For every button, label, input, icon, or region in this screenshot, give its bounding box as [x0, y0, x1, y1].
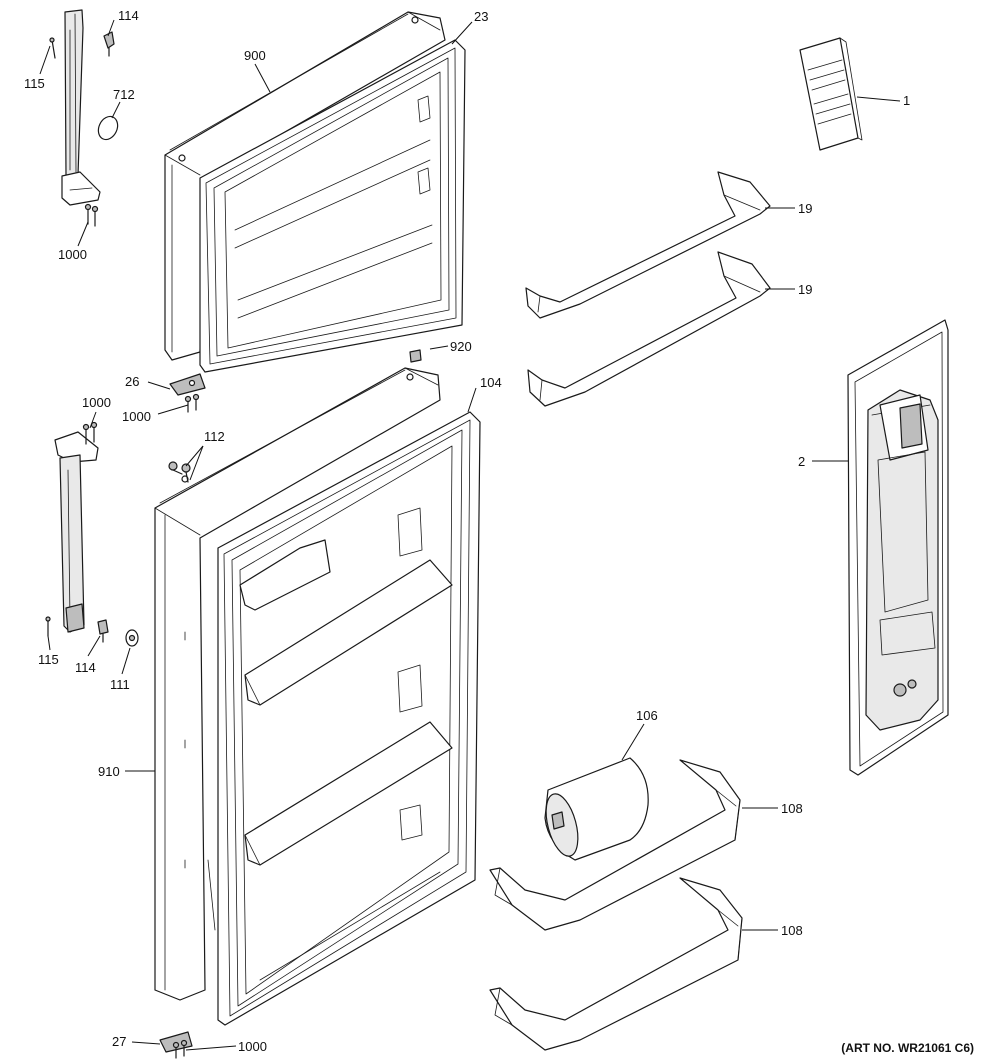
upper-door-handle [61, 9, 101, 206]
screw-part-114-bottom [97, 619, 109, 643]
screws-part-1000-handle [82, 421, 98, 445]
label-114-top: 114 [118, 8, 139, 23]
label-106: 106 [636, 708, 658, 723]
label-115-bottom: 115 [38, 652, 59, 667]
label-108-upper: 108 [781, 801, 803, 816]
label-26: 26 [125, 374, 139, 389]
label-27: 27 [112, 1034, 126, 1049]
label-111: 111 [110, 677, 130, 692]
freezer-door-shelf-part-19-upper [525, 171, 771, 319]
ring-part-712 [97, 115, 119, 141]
screw-part-111 [125, 629, 139, 647]
label-115-top: 115 [24, 76, 45, 91]
label-2: 2 [798, 454, 805, 469]
label-112: 112 [204, 429, 225, 444]
screws-part-1000-hinge [184, 393, 200, 413]
part-labels: 114 115 712 1000 900 23 1 19 19 920 104 … [24, 8, 910, 1054]
door-panel-part-2 [847, 319, 949, 776]
freezer-door-part-900 [164, 11, 446, 361]
screw-part-115-top [49, 37, 56, 59]
label-114-bottom: 114 [75, 660, 96, 675]
label-1000-handle: 1000 [82, 395, 111, 410]
label-19-upper: 19 [798, 201, 812, 216]
screws-part-112 [168, 461, 191, 483]
label-900: 900 [244, 48, 266, 63]
label-1: 1 [903, 93, 910, 108]
fresh-food-door-inner-shelves [239, 507, 453, 866]
door-bin-part-108-upper [489, 759, 741, 931]
filter-cartridge-part-106 [544, 757, 649, 861]
door-bin-part-108-lower [489, 877, 743, 1051]
label-23: 23 [474, 9, 488, 24]
label-1000-bottom: 1000 [238, 1039, 267, 1054]
screws-part-1000-bottom [172, 1039, 188, 1059]
label-104: 104 [480, 375, 502, 390]
label-910: 910 [98, 764, 120, 779]
label-920: 920 [450, 339, 472, 354]
freezer-door-shelf-part-19-lower [527, 251, 771, 407]
label-1000-hinge: 1000 [122, 409, 151, 424]
leader-lines [39, 19, 901, 1051]
label-19-lower: 19 [798, 282, 812, 297]
screw-part-114-top [103, 31, 115, 57]
art-number: (ART NO. WR21061 C6) [841, 1041, 974, 1055]
screws-part-1000-top [84, 203, 99, 227]
label-712: 712 [113, 87, 135, 102]
screw-part-115-bottom [45, 616, 51, 637]
fresh-food-door-part-910 [154, 367, 441, 1001]
label-108-lower: 108 [781, 923, 803, 938]
hinge-part-26 [169, 373, 206, 396]
bushing-part-920 [409, 349, 422, 363]
owners-manual-part-1 [799, 37, 863, 151]
label-1000-top: 1000 [58, 247, 87, 262]
lower-door-handle [54, 431, 99, 633]
